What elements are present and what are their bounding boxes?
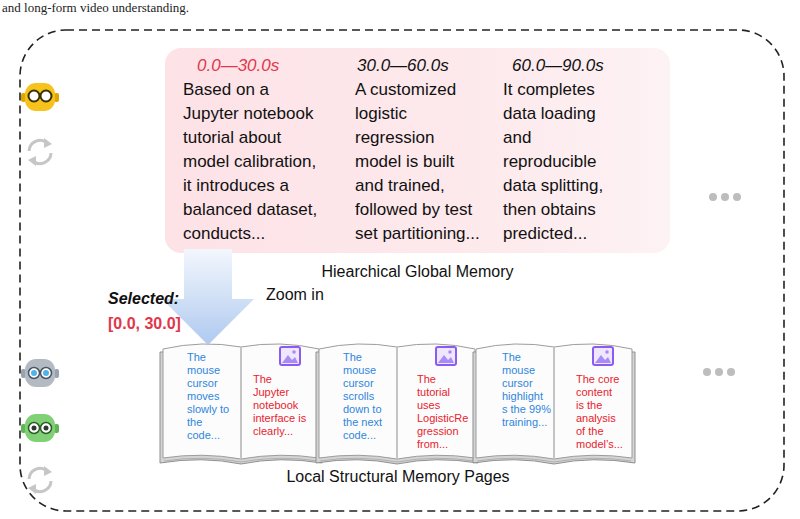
memory-segment: 0.0—30.0sBased on a Jupyter notebook tut… — [175, 54, 335, 249]
content-note: The Jupyter notebook interface is clearl… — [253, 373, 308, 438]
robot-pupil — [44, 426, 49, 431]
agent-robot-icon — [21, 83, 59, 111]
loop-icon — [28, 138, 52, 166]
visual-description: The mouse cursor moves slowly to the cod… — [187, 351, 233, 442]
agent-robot-icon — [21, 359, 59, 387]
selection-label: Selected: — [108, 289, 179, 309]
ellipsis-dot — [703, 368, 711, 376]
ellipsis-dot — [715, 368, 723, 376]
book-symbol — [473, 344, 635, 464]
ellipsis-dot — [727, 368, 735, 376]
robot-eye — [41, 91, 52, 102]
robot-head — [25, 414, 55, 442]
panel-title: Hiearchical Global Memory — [165, 262, 670, 282]
caption-fragment: and long-form video understanding. — [2, 0, 189, 16]
ellipsis-dot — [721, 193, 729, 201]
memory-page: The tutorial uses LogisticRe gression fr… — [397, 345, 475, 459]
memory-page: The core content is the analysis of the … — [554, 345, 632, 459]
time-range: 0.0—30.0s — [197, 54, 335, 78]
time-range: 60.0—90.0s — [512, 54, 665, 78]
memory-page: The mouse cursor moves slowly to the cod… — [163, 345, 241, 459]
robot-pupil — [31, 370, 37, 376]
robot-eye — [41, 368, 52, 379]
edge-label: Zoom in — [266, 285, 324, 305]
memory-segment: 60.0—90.0sIt completes data loading and … — [500, 54, 665, 249]
robot-head — [25, 359, 55, 387]
ellipsis-dot — [733, 193, 741, 201]
outer-dashed-frame — [20, 30, 784, 511]
global-memory-panel: Hiearchical Global Memory0.0—30.0sBased … — [165, 48, 670, 253]
robot-pupil — [32, 426, 37, 431]
content-note: The core content is the analysis of the … — [576, 373, 620, 451]
time-range: 30.0—60.0s — [357, 54, 498, 78]
robot-eye — [29, 368, 40, 379]
visual-description: The mouse cursor highlight s the 99% tra… — [502, 351, 551, 429]
segment-summary: Based on a Jupyter notebook tutorial abo… — [183, 78, 323, 246]
robot-eye — [29, 91, 40, 102]
robot-head — [25, 83, 55, 111]
segment-summary: It completes data loading and reproducib… — [503, 78, 618, 246]
ellipsis-dot — [709, 193, 717, 201]
memory-segment: 30.0—60.0sA customized logistic regressi… — [348, 54, 498, 249]
memory-page: The mouse cursor highlight s the 99% tra… — [476, 345, 554, 459]
agent-robot-icon — [21, 414, 59, 442]
book-symbol — [160, 344, 322, 464]
robot-eye — [29, 423, 40, 434]
content-note: The tutorial uses LogisticRe gression fr… — [417, 373, 470, 451]
selected-range: [0.0, 30.0] — [108, 314, 181, 334]
visual-description: The mouse cursor scrolls down to the nex… — [343, 351, 389, 442]
section-title: Local Structural Memory Pages — [248, 467, 548, 487]
segment-summary: A customized logistic regression model i… — [355, 78, 482, 246]
loop-icon — [28, 466, 52, 494]
book-symbol — [316, 344, 478, 464]
robot-eye — [41, 423, 52, 434]
robot-pupil — [43, 370, 49, 376]
memory-page: The mouse cursor scrolls down to the nex… — [319, 345, 397, 459]
memory-page: The Jupyter notebook interface is clearl… — [241, 345, 319, 459]
